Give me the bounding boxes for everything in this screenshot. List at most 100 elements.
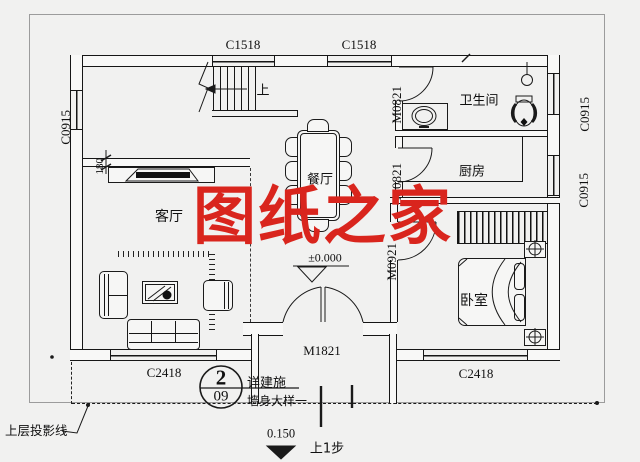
dining-chair: [339, 137, 352, 157]
level-marker-floor: [293, 265, 349, 283]
stair-up-label: 上: [256, 83, 270, 99]
detail-callout-circle: [199, 365, 299, 409]
wall-segment: [395, 182, 403, 197]
stair-landing-edge: [212, 110, 298, 111]
stair-landing-cap: [297, 110, 298, 117]
dining-chair: [307, 119, 329, 132]
kitchen-counter-edge: [398, 181, 523, 182]
dining-chair: [285, 185, 298, 205]
coffee-table-inner: [145, 284, 175, 301]
level-marker-porch: [265, 445, 297, 460]
wall-segment: [395, 137, 403, 148]
wardrobe: [457, 211, 548, 244]
wall-segment: [392, 55, 560, 67]
wall-segment: [547, 55, 560, 73]
window-c1518-right: [327, 55, 392, 67]
wall-segment: [528, 349, 560, 361]
porch-wall-left: [251, 334, 259, 404]
wall-segment: [70, 55, 212, 67]
coffee-table-decor: [147, 285, 172, 302]
drawing-frame: [29, 14, 605, 403]
window-label: C2418: [146, 365, 182, 380]
stair-tread: [248, 67, 249, 110]
sofa-seat-line: [129, 333, 198, 334]
basin-counter: [402, 103, 448, 130]
wall-segment: [363, 322, 397, 336]
porch-wall-right: [389, 334, 397, 404]
upper-floor-projection-line: [71, 362, 72, 404]
armchair-back-line: [224, 282, 225, 309]
stair-landing-edge: [212, 116, 298, 117]
callout-number: 2: [215, 365, 227, 390]
door-label: M1821: [303, 343, 341, 358]
room-label-living: 客厅: [155, 209, 183, 225]
room-label-bedroom: 卧室: [460, 293, 488, 309]
loveseat-seat-line: [109, 295, 127, 296]
room-label-dining: 餐厅: [306, 172, 334, 188]
loveseat-back-line: [108, 274, 109, 316]
wall-segment: [390, 204, 398, 222]
window-c0915-west: [70, 90, 83, 130]
wall-segment: [390, 349, 423, 361]
dining-chair: [339, 185, 352, 205]
bathroom-south-wall: [395, 130, 547, 137]
loveseat-back-line: [104, 274, 105, 316]
window-c2418-right: [423, 349, 528, 361]
wall-segment: [275, 55, 327, 67]
wall-segment: [217, 349, 258, 361]
porch-level-text: 0.150: [266, 426, 296, 441]
projection-note: 上层投影线: [5, 423, 68, 438]
lamp-icon: [526, 240, 544, 346]
room-label-kitchen: 厨房: [458, 164, 486, 180]
step-note-text: 上1步: [309, 441, 345, 457]
dining-chair: [285, 161, 298, 181]
wall-segment: [70, 349, 110, 361]
wall-segment: [243, 322, 283, 336]
window-label: C1518: [341, 37, 377, 52]
bed-blanket-folds: [458, 258, 522, 326]
sofa-back-line: [129, 342, 198, 343]
basin-icon: [411, 106, 437, 128]
callout-sheet: 09: [213, 388, 229, 405]
door-arc-kitchen: [397, 147, 433, 183]
upper-floor-projection-line: [72, 403, 597, 404]
armchair-back-line: [228, 282, 229, 309]
sofa-three-seat: [127, 319, 200, 350]
stair-break-line: [198, 61, 247, 113]
axis-line: [250, 168, 251, 322]
watermark: 图纸之家: [193, 179, 453, 253]
window-c0915-east-top: [547, 73, 560, 115]
rug-fringe: [118, 251, 213, 257]
window-label: C2418: [458, 366, 494, 381]
wall-segment: [547, 196, 560, 361]
projection-leader: [50, 355, 599, 434]
sofa-divider: [175, 321, 176, 342]
dining-table-inner: [300, 133, 337, 218]
door-arc-bedroom: [397, 221, 437, 261]
window-c0915-east-bottom: [547, 155, 560, 196]
room-label-bathroom: 卫生间: [459, 93, 499, 109]
floor-level-text: ±0.000: [308, 250, 342, 265]
tv-icon: [124, 168, 199, 182]
wall-segment: [70, 130, 83, 361]
wall-segment: [547, 115, 560, 155]
kitchen-counter-edge: [522, 137, 523, 182]
window-label: C1518: [225, 37, 261, 52]
shower-icon: [521, 62, 533, 86]
sofa-divider: [151, 321, 152, 342]
toilet-icon: [510, 95, 538, 127]
callout-line1: 详建施: [247, 376, 287, 391]
stair-tread: [255, 67, 256, 110]
dining-chair: [285, 137, 298, 157]
entry-step-marks: [319, 385, 354, 427]
callout-line2: 墙身大样一: [247, 394, 308, 408]
window-c1518-left: [212, 55, 275, 67]
dim-ticks-180: [100, 53, 471, 174]
door-arc-entry: [282, 286, 364, 323]
wall-segment: [70, 55, 83, 90]
dining-chair: [339, 161, 352, 181]
door-arc-bathroom: [398, 66, 434, 102]
tv-wall: [83, 158, 250, 167]
